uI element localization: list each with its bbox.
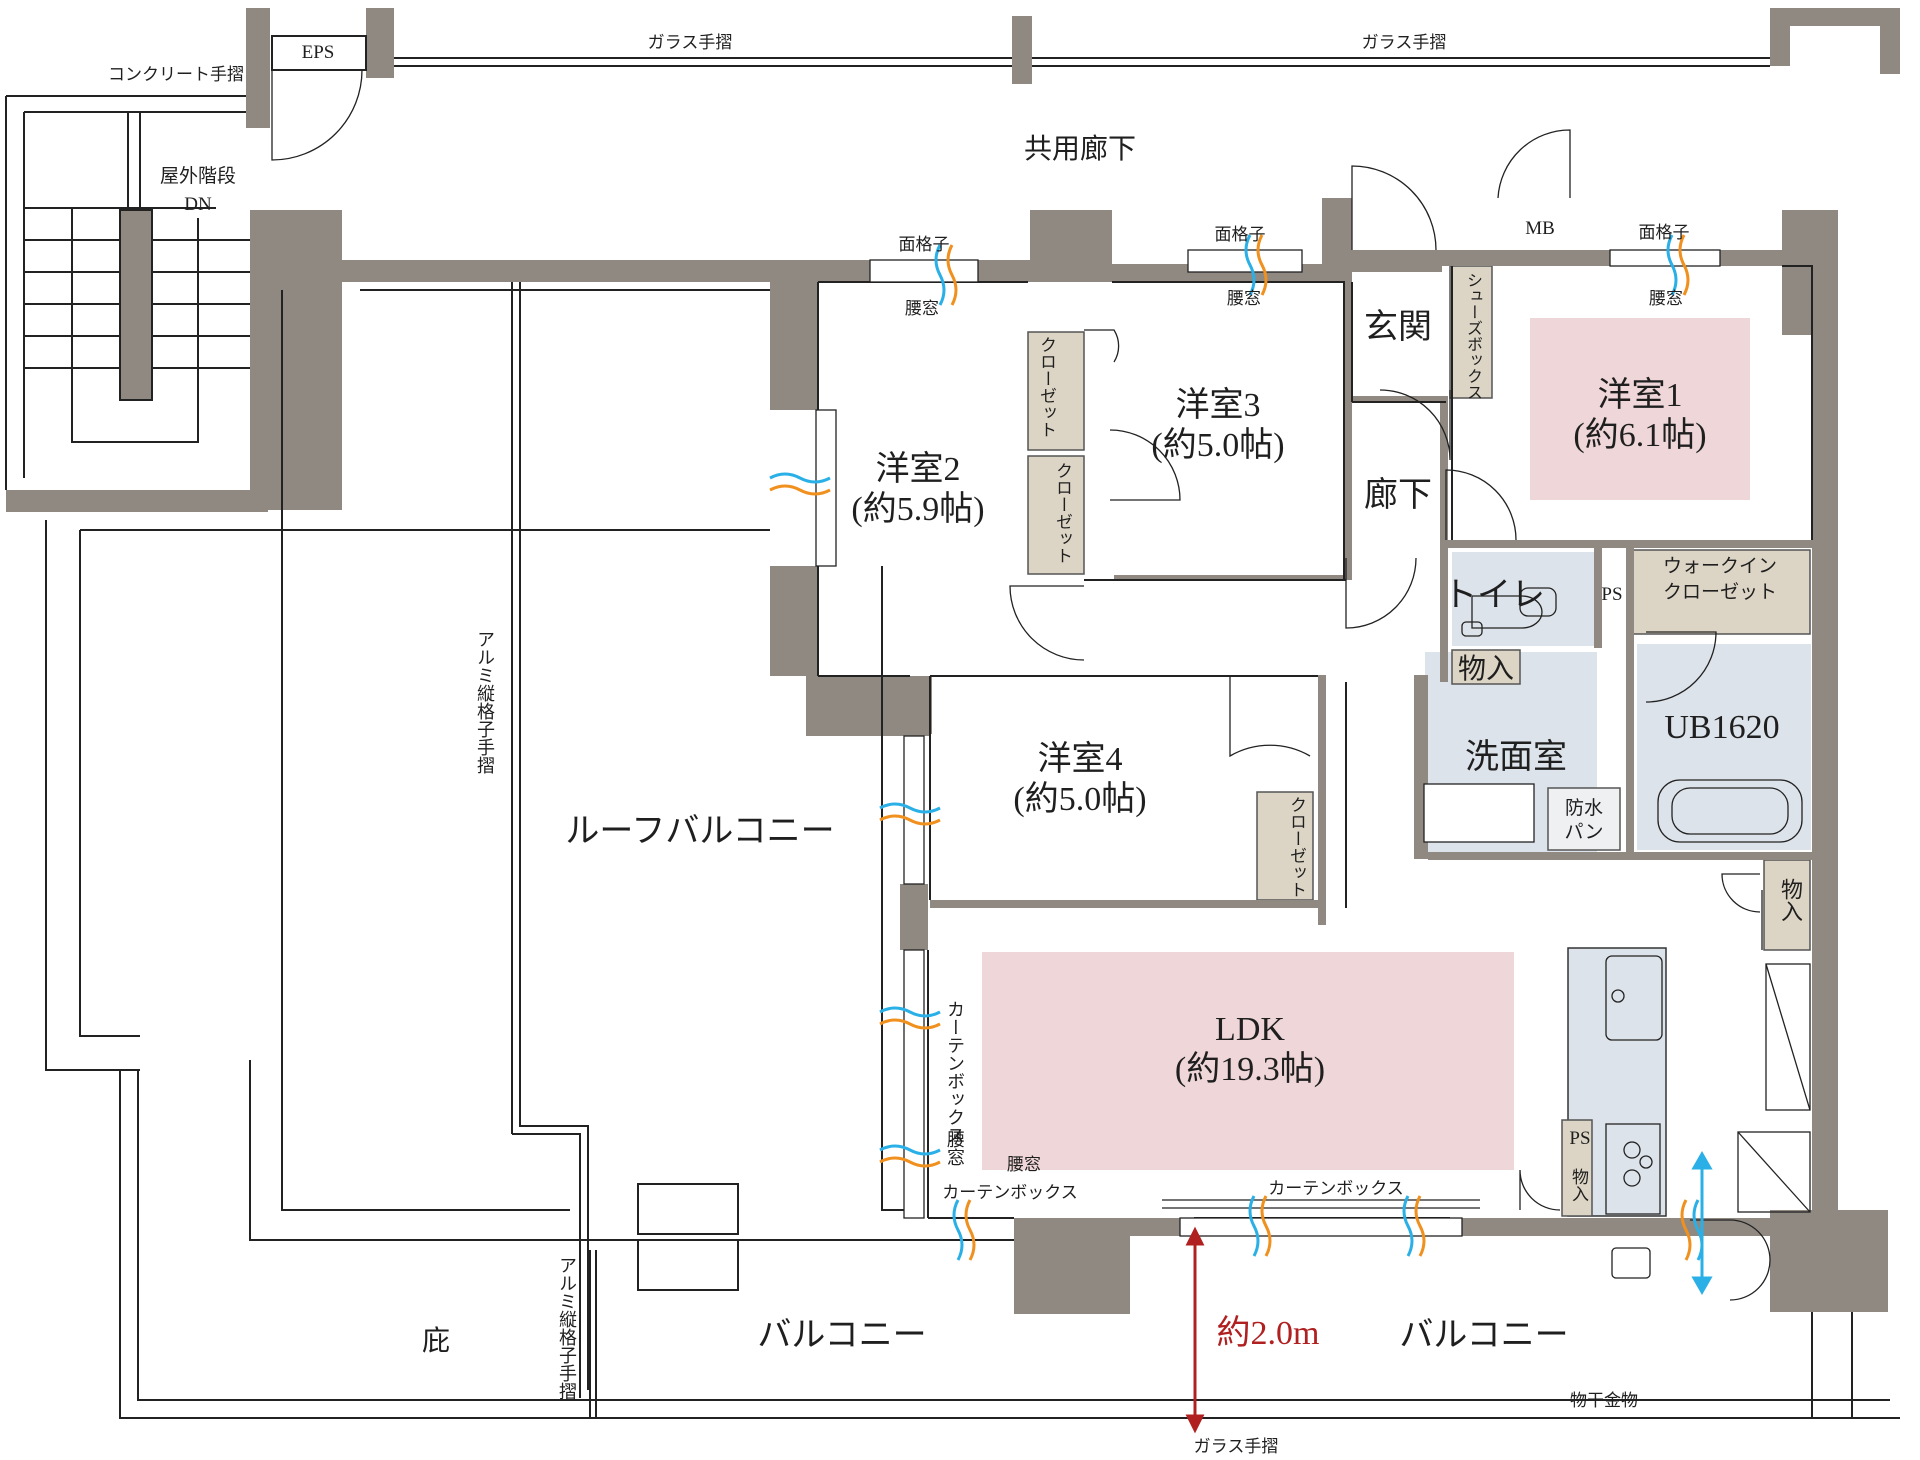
wic-label-2: クローゼット [1663,581,1777,603]
ps1-label: PS [1601,584,1622,605]
mono2-label: 物入 [1778,878,1803,922]
menkoshi-3: 面格子 [1639,223,1690,242]
room3-name: 洋室3 [1176,386,1261,424]
balcony-right-label: バルコニー [1399,1317,1568,1354]
door-swings [271,69,1771,1301]
bousui-pan [1547,787,1621,851]
ps2-label: PS [1569,1128,1590,1149]
koshimado-vertical: 腰窓 [945,1130,965,1166]
shoebox-label: シューズボックス [1464,272,1481,400]
depth-dimension [1185,1226,1205,1434]
room1-name: 洋室1 [1598,376,1683,414]
genkan-label: 玄関 [1364,308,1432,346]
mono1-label: 物入 [1458,653,1514,685]
shoebox-fill [1449,265,1493,399]
closet-4-label: クローゼット [1287,796,1306,898]
glass-railing-right: ガラス手摺 [1362,33,1447,52]
stairs-label-1: 屋外階段 [160,165,236,187]
room4-size: (約5.0帖) [1013,780,1146,818]
concrete-railing: コンクリート手摺 [108,65,244,84]
mono3-fill [1561,1119,1593,1217]
koshimado-3: 腰窓 [1649,289,1683,308]
kyoyo-label: 共用廊下 [1024,133,1136,165]
toilet-area [1452,552,1597,646]
ldk-highlight [982,952,1514,1170]
bousui-label-1: 防水 [1565,797,1603,819]
closet-2b [1027,455,1085,575]
curtain-box-left: カーテンボックス [942,1183,1078,1202]
bath-fixtures [1423,587,1803,843]
wic-label-1: ウォークイン [1663,555,1777,577]
ldk-name: LDK [1215,1011,1285,1048]
koshimado-2: 腰窓 [1227,289,1261,308]
mono1-fill [1451,649,1521,685]
closet-4 [1256,791,1314,901]
toilet-label: トイレ [1443,577,1545,614]
mono2-fill [1763,859,1811,951]
alumi-railing-label-2: アルミ縦格子手摺 [557,1256,577,1400]
hisashi-label: 庇 [422,1325,450,1357]
roof-balcony-label: ルーフバルコニー [565,813,834,850]
koshimado-4: 腰窓 [1007,1155,1041,1174]
menkoshi-2: 面格子 [1215,225,1266,244]
senmen-label: 洗面室 [1465,738,1567,776]
room2-size: (約5.9帖) [851,490,984,528]
depth-label: 約2.0m [1217,1314,1320,1352]
glass-railing-left: ガラス手摺 [648,33,733,52]
balcony-left-label: バルコニー [757,1317,926,1354]
mb-label: MB [1525,218,1555,239]
airflow-marks [769,234,1704,1261]
monohoshi-label: 物干金物 [1570,1391,1638,1410]
closet-2b-label: クローゼット [1053,462,1072,564]
vent-arrow [1691,1150,1713,1296]
mono3-label: 物入 [1569,1168,1588,1202]
room4-name: 洋室4 [1038,740,1123,778]
koshimado-1: 腰窓 [905,299,939,318]
glass-railing-bottom: ガラス手摺 [1194,1437,1279,1456]
closet-2a [1027,331,1085,451]
stairs-label-2: DN [184,194,212,215]
curtain-box-bottom: カーテンボックス [1268,1179,1404,1198]
bousui-label-2: パン [1565,822,1604,843]
kitchen-fixtures [1605,955,1811,1279]
room1-highlight [1530,318,1750,500]
rouka-label: 廊下 [1364,476,1432,514]
alumi-railing-label-1: アルミ縦格子手摺 [475,630,495,774]
wic-fill [1629,549,1811,635]
walls [6,8,1900,1314]
bath-area [1637,644,1811,850]
outlines [5,35,1900,1419]
closet-2a-label: クローゼット [1037,336,1056,438]
eps-label: EPS [302,42,335,63]
menkoshi-1: 面格子 [899,235,950,254]
ub-label: UB1620 [1664,709,1779,746]
room1-size: (約6.1帖) [1573,416,1706,454]
room3-size: (約5.0帖) [1151,426,1284,464]
ldk-size: (約19.3帖) [1175,1050,1325,1088]
curtain-box-vertical: カーテンボックス [945,1000,965,1144]
room2-name: 洋室2 [876,450,961,488]
